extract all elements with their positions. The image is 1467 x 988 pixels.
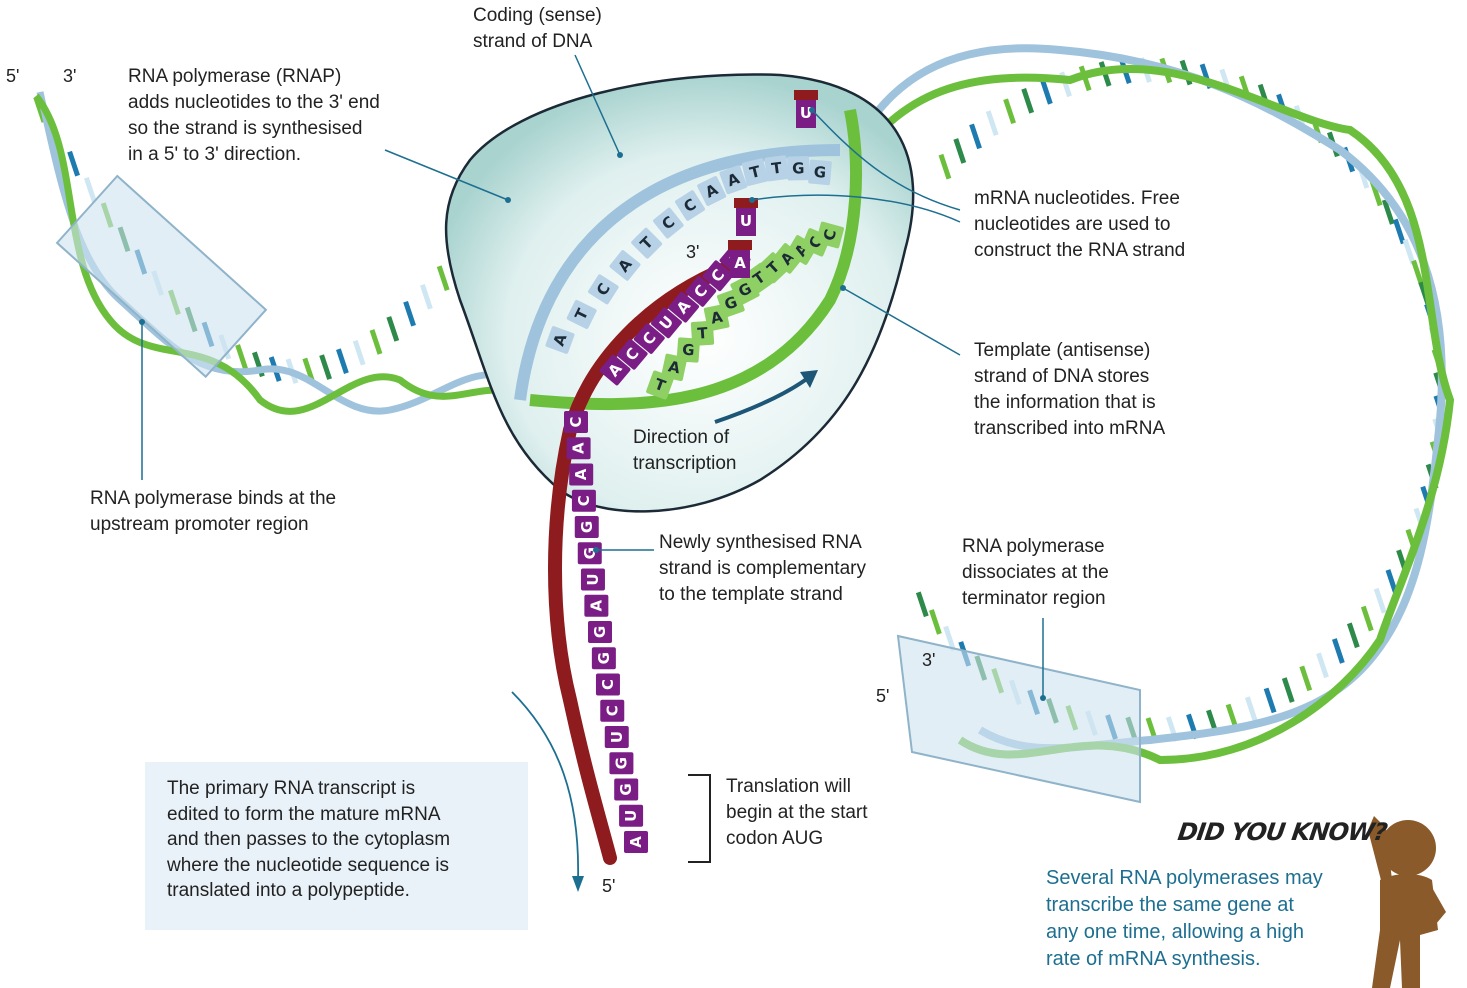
dna-base-pair-rung: [1302, 666, 1310, 690]
rna-base: U: [581, 569, 605, 591]
dna-base-pair-rung: [918, 592, 926, 616]
rna-base: G: [578, 542, 602, 564]
svg-text:A: A: [572, 468, 590, 480]
coding-dna-base: G: [808, 159, 832, 185]
svg-text:G: G: [813, 163, 827, 182]
end-label-5-top-left: 5': [6, 66, 19, 87]
svg-text:A: A: [570, 442, 588, 454]
svg-text:G: G: [617, 783, 635, 795]
dna-base-pair-rung: [1266, 688, 1274, 712]
dna-base-pair-rung: [338, 349, 346, 373]
dna-base-pair-rung: [422, 285, 430, 309]
svg-text:G: G: [792, 159, 805, 177]
rna-base: U: [619, 805, 643, 827]
rna-base: A: [569, 464, 593, 486]
free-rna-nucleotide: A: [728, 240, 752, 278]
svg-text:C: C: [603, 705, 621, 716]
rna-base: C: [596, 674, 620, 696]
svg-text:G: G: [591, 626, 609, 638]
svg-text:A: A: [587, 600, 605, 612]
svg-text:A: A: [627, 836, 645, 848]
svg-text:U: U: [622, 810, 640, 822]
dna-base-pair-rung: [1318, 653, 1326, 677]
did-you-know-title: DID YOU KNOW?: [1176, 818, 1388, 846]
dna-base-pair-rung: [941, 155, 949, 179]
dna-base-pair-rung: [1247, 697, 1255, 721]
start-codon-bracket: [688, 775, 710, 862]
rna-base: G: [592, 647, 616, 669]
end-label-3-top-left: 3': [63, 66, 76, 87]
rna-base: G: [575, 516, 599, 538]
dna-base-pair-rung: [372, 330, 380, 354]
dna-base-pair-rung: [972, 124, 980, 148]
fact-box: The primary RNA transcript is edited to …: [145, 762, 528, 930]
direction-label: Direction of transcription: [633, 425, 737, 477]
coding-strand-label: Coding (sense) strand of DNA: [473, 3, 602, 55]
svg-text:G: G: [612, 757, 630, 769]
free-rna-nucleotide: U: [734, 198, 758, 236]
mrna-nucleotides-label: mRNA nucleotides. Free nucleotides are u…: [974, 186, 1185, 264]
terminator-label: RNA polymerase dissociates at the termin…: [962, 534, 1109, 612]
svg-text:A: A: [734, 254, 746, 272]
rna-base: G: [609, 752, 633, 774]
svg-text:U: U: [608, 731, 626, 743]
rna-base: A: [567, 437, 591, 459]
dna-base-pair-rung: [1334, 639, 1342, 663]
dna-base-pair-rung: [1363, 607, 1371, 631]
dna-base-pair-rung: [1349, 623, 1357, 647]
dna-base-pair-rung: [956, 139, 964, 163]
did-you-know-text: Several RNA polymerases may transcribe t…: [1046, 865, 1323, 973]
svg-text:C: C: [575, 495, 593, 506]
dna-base-pair-rung: [1284, 678, 1292, 702]
end-label-term-5: 5': [876, 686, 889, 707]
template-strand-label: Template (antisense) strand of DNA store…: [974, 338, 1165, 442]
svg-text:U: U: [584, 573, 602, 585]
end-label-rna-3: 3': [686, 242, 699, 263]
dna-base-pair-rung: [238, 345, 246, 369]
rna-base: G: [588, 621, 612, 643]
rna-base: G: [614, 779, 638, 801]
rnap-label: RNA polymerase (RNAP) adds nucleotides t…: [128, 64, 380, 168]
dna-base-pair-rung: [86, 178, 94, 202]
svg-text:C: C: [599, 679, 617, 690]
dna-base-pair-rung: [1006, 99, 1014, 123]
fact-box-text: The primary RNA transcript is edited to …: [167, 776, 450, 904]
dna-base-pair-rung: [1376, 589, 1384, 613]
rna-base: C: [600, 700, 624, 722]
new-rna-label: Newly synthesised RNA strand is compleme…: [659, 530, 866, 608]
dna-base-pair-rung: [389, 317, 397, 341]
coding-dna-base: T: [764, 155, 789, 182]
svg-text:T: T: [697, 324, 709, 343]
promoter-label: RNA polymerase binds at the upstream pro…: [90, 486, 336, 538]
dna-base-pair-rung: [1024, 89, 1032, 113]
rna-base: A: [624, 831, 648, 853]
svg-text:U: U: [800, 104, 812, 122]
dna-base-pair-rung: [931, 610, 939, 634]
rna-base: C: [564, 411, 588, 433]
dna-base-pair-rung: [406, 302, 414, 326]
end-label-rna-5: 5': [602, 876, 615, 897]
rna-base: U: [605, 726, 629, 748]
svg-text:C: C: [567, 416, 585, 427]
coding-dna-base: G: [787, 156, 810, 180]
dna-base-pair-rung: [70, 152, 78, 176]
translation-label: Translation will begin at the start codo…: [726, 774, 868, 852]
svg-text:G: G: [595, 652, 613, 664]
rna-base: C: [572, 490, 596, 512]
end-label-term-3: 3': [922, 650, 935, 671]
rna-base: A: [584, 595, 608, 617]
dna-base-pair-rung: [1042, 80, 1050, 104]
dna-base-pair-rung: [988, 111, 996, 135]
svg-text:G: G: [578, 521, 596, 533]
svg-text:U: U: [740, 212, 752, 230]
dna-base-pair-rung: [439, 266, 447, 290]
dna-base-pair-rung: [322, 355, 330, 379]
dna-base-pair-rung: [355, 341, 363, 365]
